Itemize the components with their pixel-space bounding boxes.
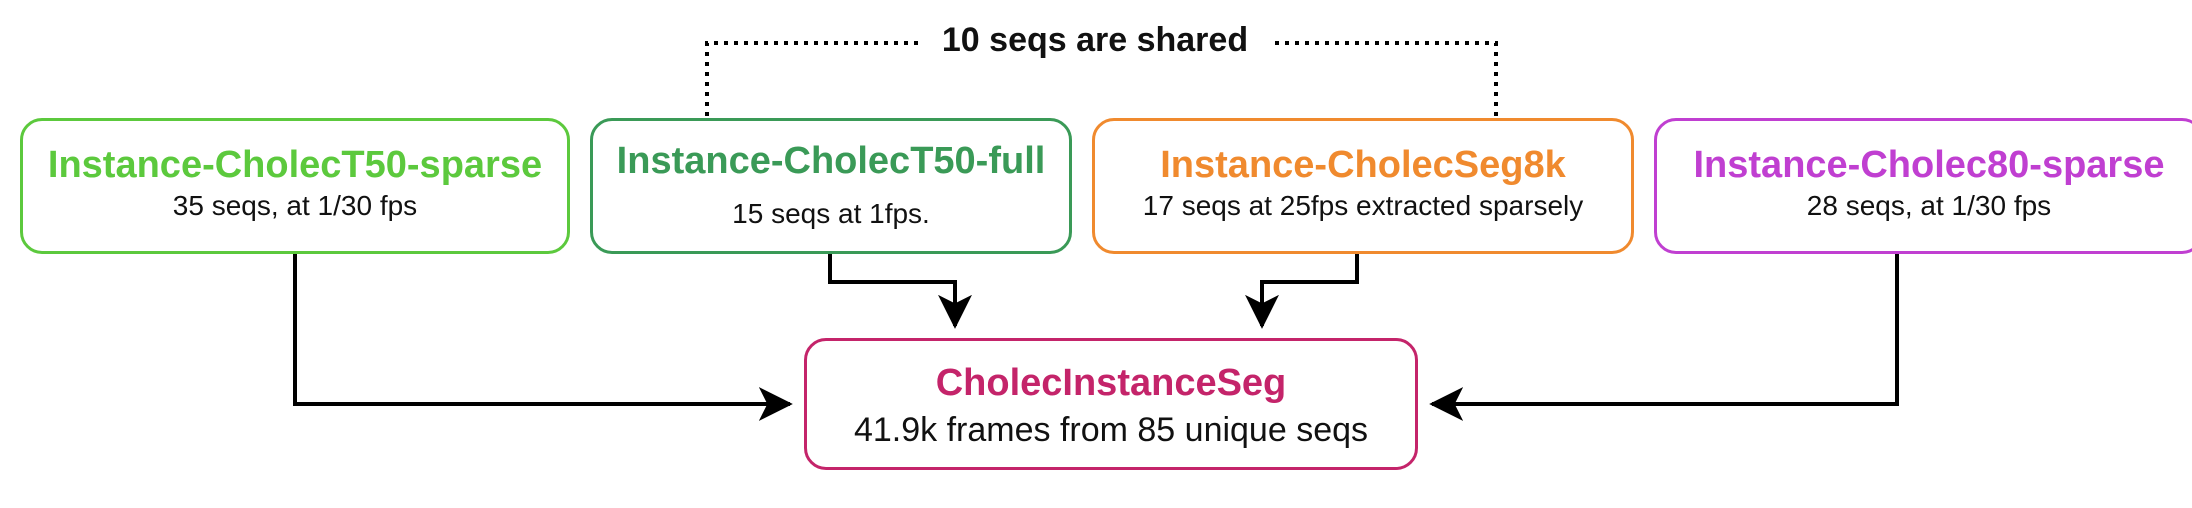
box-title: Instance-CholecSeg8k [1160, 144, 1566, 186]
box-instance-cholec80-sparse: Instance-Cholec80-sparse 28 seqs, at 1/3… [1654, 118, 2192, 254]
box-subtitle: 35 seqs, at 1/30 fps [172, 190, 418, 221]
box-subtitle: 17 seqs at 25fps extracted sparsely [1142, 190, 1584, 221]
box-instance-cholecseg8k: Instance-CholecSeg8k 17 seqs at 25fps ex… [1092, 118, 1634, 254]
arrow-cholec80-sparse-to-target [1429, 254, 1899, 421]
box-subtitle: 15 seqs at 1fps. [732, 198, 930, 229]
box-title: Instance-CholecT50-sparse [47, 144, 543, 186]
shared-sequences-label: 10 seqs are shared [920, 20, 1270, 60]
box-subtitle: 41.9k frames from 85 unique seqs [853, 411, 1369, 449]
arrow-cholect50-full-to-target [828, 254, 972, 329]
shared-bracket-connector [705, 41, 1498, 116]
arrow-cholecseg8k-to-target [1245, 254, 1359, 329]
box-subtitle: 28 seqs, at 1/30 fps [1806, 190, 2052, 221]
box-instance-cholect50-full: Instance-CholecT50-full 15 seqs at 1fps. [590, 118, 1072, 254]
box-title: Instance-Cholec80-sparse [1693, 144, 2165, 186]
box-title: CholecInstanceSeg [935, 362, 1287, 404]
arrow-cholect50-sparse-to-target [293, 254, 793, 421]
box-cholecinstanceseg: CholecInstanceSeg 41.9k frames from 85 u… [804, 338, 1418, 470]
box-instance-cholect50-sparse: Instance-CholecT50-sparse 35 seqs, at 1/… [20, 118, 570, 254]
box-title: Instance-CholecT50-full [616, 140, 1046, 182]
